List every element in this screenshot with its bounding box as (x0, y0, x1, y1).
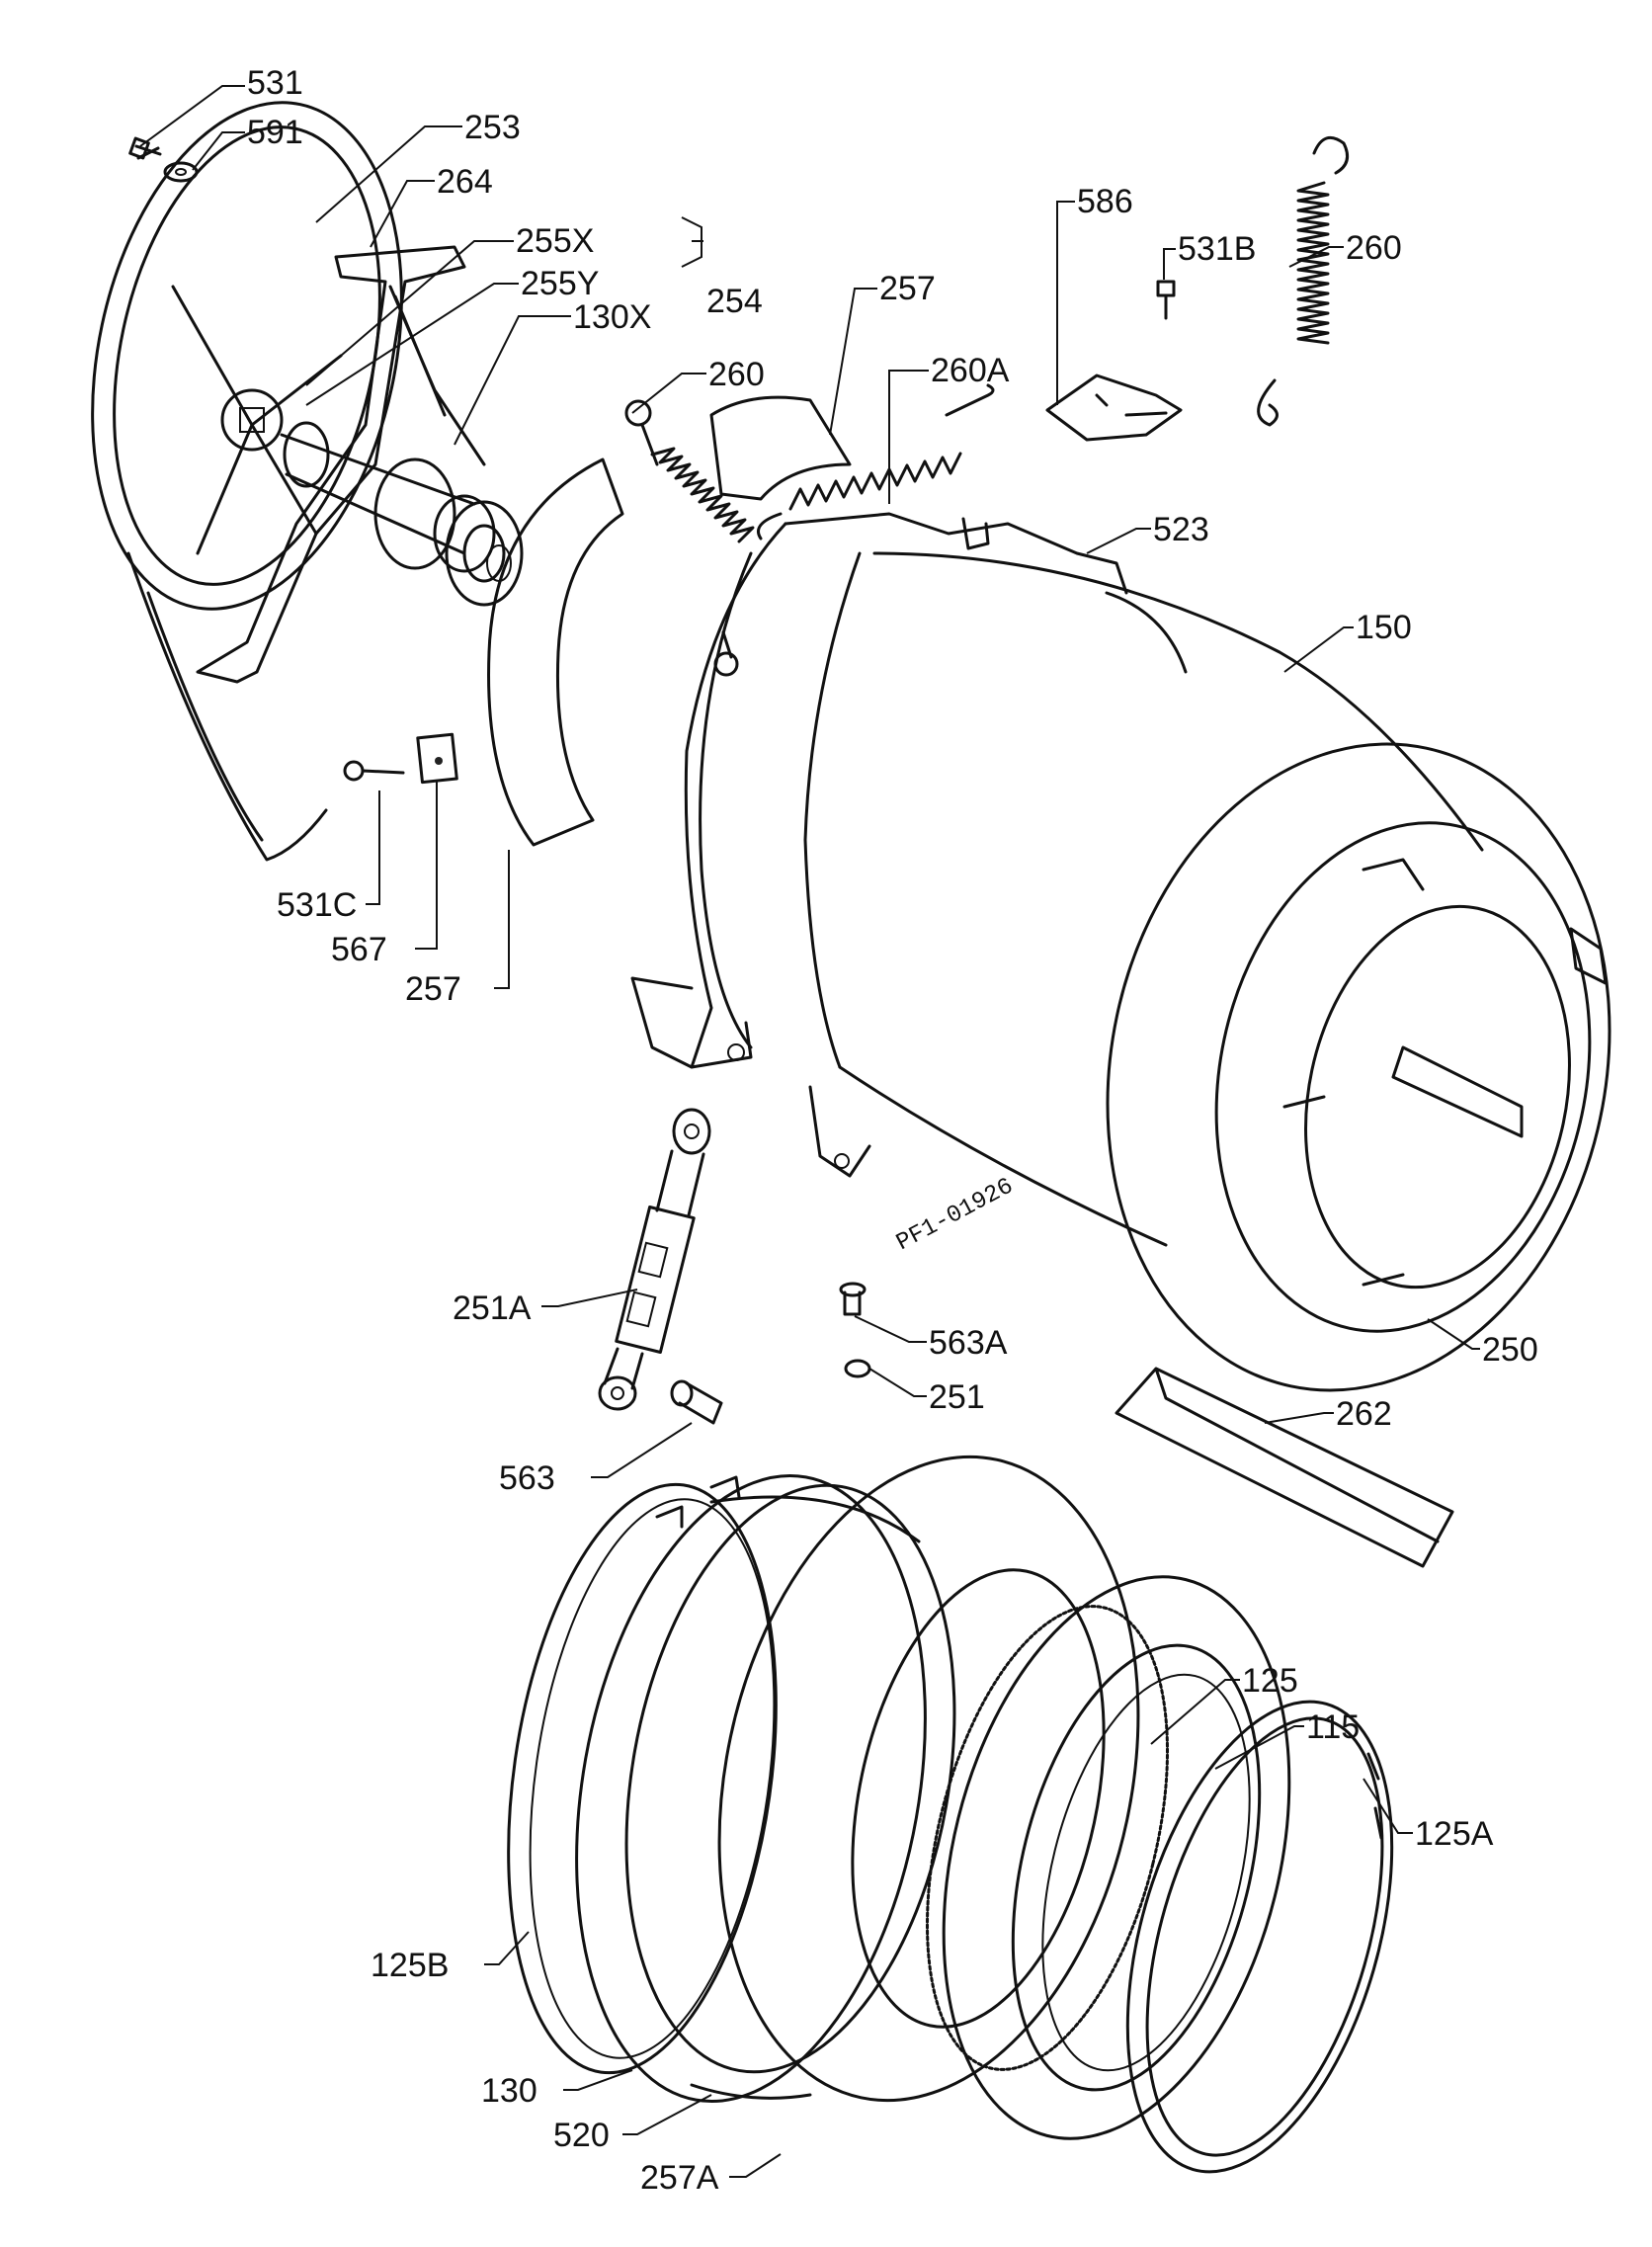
plate-567 (416, 732, 458, 785)
label-531c: 531C (277, 886, 357, 924)
foam-ring-257a (717, 1455, 1140, 2103)
bolt-531 (128, 136, 162, 160)
bracket-586 (1045, 374, 1183, 442)
label-567: 567 (331, 931, 387, 968)
front-tub-520 (575, 1473, 956, 2104)
label-260-left: 260 (708, 356, 765, 393)
label-125: 125 (1242, 1662, 1298, 1700)
label-264: 264 (437, 163, 493, 201)
lifter-262 (1115, 1367, 1454, 1568)
outer-tub-150 (630, 512, 1484, 1247)
label-531: 531 (247, 64, 303, 102)
spring-260-right (1257, 135, 1350, 427)
label-125a: 125A (1415, 1815, 1494, 1853)
bolt-563 (670, 1379, 723, 1425)
drum-pulley (91, 101, 403, 862)
screw-531b (1156, 280, 1176, 320)
spring-260a (757, 383, 995, 541)
label-115: 115 (1306, 1708, 1360, 1746)
screw-531c (343, 760, 405, 782)
label-254: 254 (706, 283, 763, 320)
leader-lines (139, 85, 1480, 2178)
label-586: 586 (1077, 183, 1133, 220)
label-257-top: 257 (879, 270, 936, 307)
label-262: 262 (1336, 1395, 1392, 1433)
label-150: 150 (1356, 609, 1412, 646)
foam-arc-257-left (487, 458, 624, 847)
label-260-right: 260 (1346, 229, 1402, 267)
foam-arc-257-top (709, 395, 852, 501)
label-531b: 531B (1178, 230, 1256, 268)
label-253: 253 (464, 109, 521, 146)
label-523: 523 (1153, 511, 1209, 548)
spring-260-left (624, 399, 755, 677)
label-130: 130 (481, 2072, 537, 2110)
drawing-code: PF1-01926 (892, 1173, 1018, 1257)
label-125b: 125B (371, 1947, 449, 1984)
door-seal-115 (942, 1575, 1291, 2140)
washer-591 (163, 161, 199, 183)
clamp-ring-125a (1125, 1700, 1394, 2174)
washer-251 (844, 1359, 871, 1378)
label-257a: 257A (640, 2159, 719, 2197)
label-563a: 563A (929, 1324, 1008, 1362)
label-130x: 130X (573, 298, 651, 336)
bolt-563a (839, 1282, 867, 1316)
label-255y: 255Y (521, 265, 599, 302)
clamp-ring-125b (507, 1475, 778, 2075)
label-251a: 251A (453, 1290, 532, 1327)
label-563: 563 (499, 1459, 555, 1497)
spring-ring-125 (925, 1605, 1170, 2071)
label-251: 251 (929, 1378, 985, 1416)
label-250: 250 (1482, 1331, 1538, 1369)
label-257-left: 257 (405, 970, 461, 1008)
inner-drum-250 (1106, 742, 1611, 1392)
part-labels: 531 591 253 264 255X 255Y 130X 254 260 2… (247, 64, 1538, 2197)
drum-spider (196, 245, 486, 684)
label-255x: 255X (516, 222, 594, 260)
shock-absorber-251a (598, 1108, 711, 1411)
label-591: 591 (247, 114, 303, 151)
label-260a: 260A (931, 352, 1010, 389)
label-520: 520 (553, 2117, 610, 2154)
